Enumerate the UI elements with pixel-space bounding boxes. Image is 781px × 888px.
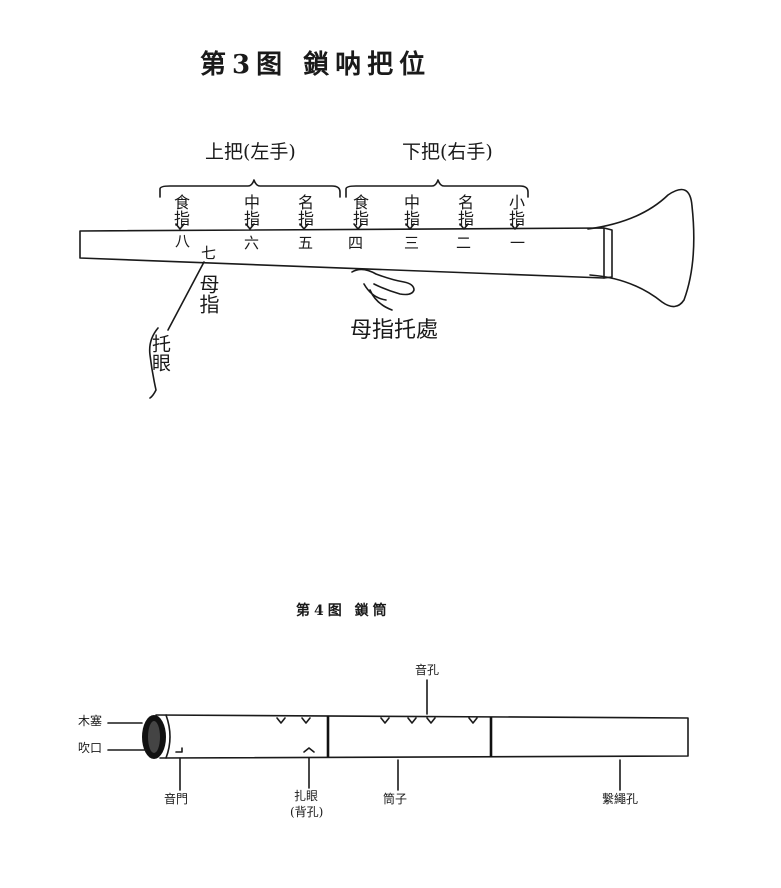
sound-gate-label: 音門 <box>164 792 189 806</box>
tube-hole-5 <box>426 717 436 724</box>
wood-plug-label: 木塞 <box>78 714 103 728</box>
thumb-label: 母指 <box>196 274 220 314</box>
tie-hole-label: 繫繩孔 <box>602 792 639 806</box>
upper-grip-brace <box>159 179 341 198</box>
figure-4-title: 第4图 鎖筒 <box>296 603 391 619</box>
finger-label-lower-middle: 中指 <box>401 194 420 226</box>
blow-mouth <box>148 721 160 753</box>
hole-number-8: 八 <box>175 232 191 250</box>
finger-label-upper-middle: 中指 <box>241 194 260 226</box>
thumb-support-drawing <box>351 268 415 311</box>
sound-hole-label: 音孔 <box>415 663 440 677</box>
tube-hole-3 <box>380 717 390 724</box>
hole-number-4: 四 <box>348 234 364 252</box>
hole-number-7: 七 <box>201 244 217 262</box>
hole-number-6: 六 <box>244 234 260 252</box>
bell-collar <box>603 227 613 279</box>
thumb-pointer <box>167 261 205 331</box>
finger-label-lower-little: 小指 <box>506 194 525 226</box>
support-eye-label: 托眼 <box>149 334 171 372</box>
hole-number-5: 五 <box>298 234 314 252</box>
tube-hole-1 <box>276 717 286 724</box>
lower-grip-label: 下把(右手) <box>402 141 493 163</box>
tube-hole-2 <box>301 717 311 724</box>
lower-grip-brace <box>345 179 529 198</box>
plug-edge <box>165 714 171 759</box>
figure-3-title: 第3图 鎖呐把位 <box>200 50 432 80</box>
finger-label-upper-index: 食指 <box>171 194 190 226</box>
blow-mouth-label: 吹口 <box>78 741 103 755</box>
sound-gate <box>175 747 183 753</box>
thumb-support-label: 母指托處 <box>350 318 439 343</box>
tube-hole-4 <box>407 717 417 724</box>
hole-number-3: 三 <box>404 234 420 252</box>
support-eye-hole-label: 扎眼 <box>294 789 319 803</box>
suona-bell <box>587 188 695 308</box>
tube-hole-6 <box>468 717 478 724</box>
finger-label-upper-ring: 名指 <box>295 194 314 226</box>
upper-grip-label: 上把(左手) <box>205 141 296 163</box>
support-eye-hole-note: (背孔) <box>290 805 324 819</box>
finger-label-lower-index: 食指 <box>350 194 369 226</box>
upper-index-mark <box>175 223 185 230</box>
tube-back-hole <box>303 747 315 753</box>
hole-number-1: 一 <box>510 234 526 252</box>
upper-middle-mark <box>245 223 255 230</box>
tube-label: 筒子 <box>383 792 408 806</box>
finger-label-lower-ring: 名指 <box>455 194 474 226</box>
support-eye-bracket <box>148 327 159 399</box>
tube-body <box>155 714 689 759</box>
hole-number-2: 二 <box>456 234 472 252</box>
